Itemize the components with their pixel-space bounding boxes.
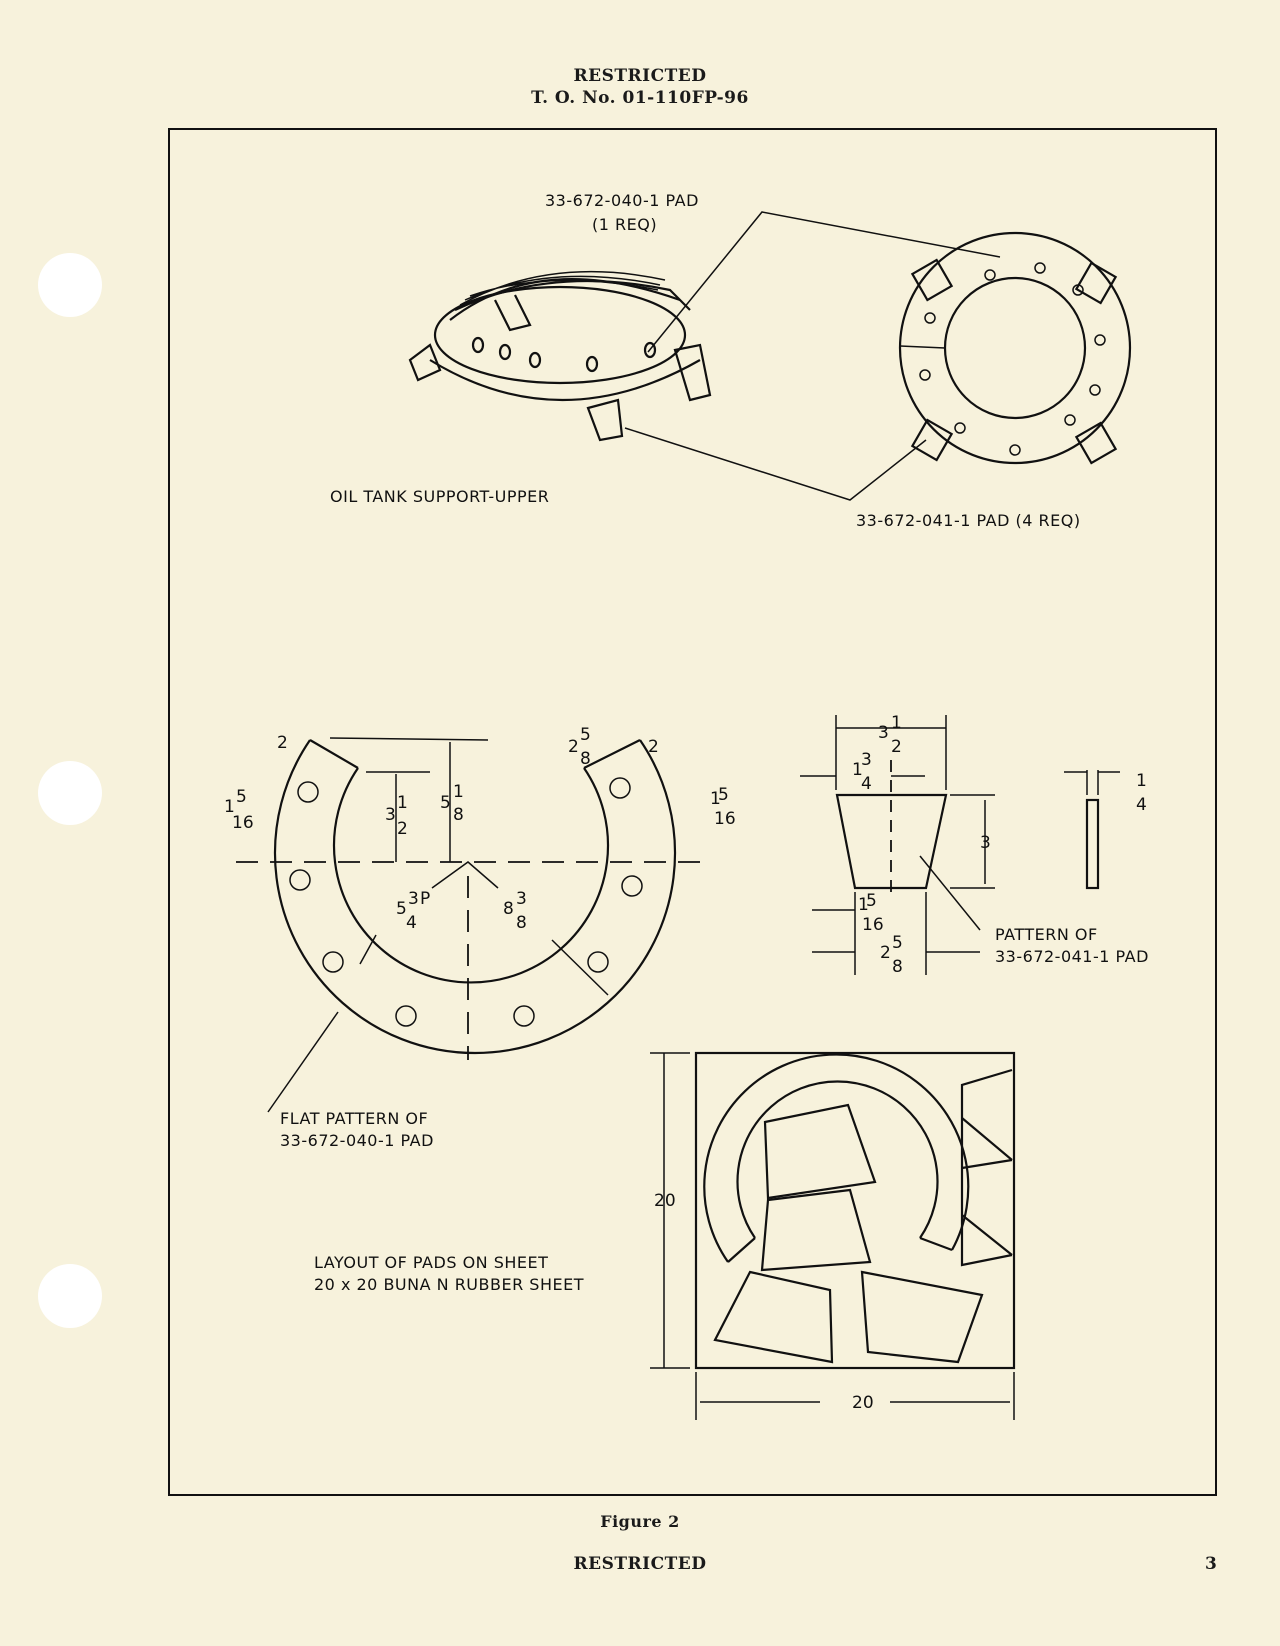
figure-caption: Figure 2 [600, 1512, 680, 1531]
dim-den: 8 [892, 957, 903, 977]
header-classification: RESTRICTED [573, 66, 707, 86]
document-number: T. O. No. 01-110FP-96 [531, 88, 749, 108]
dim-whole: 1 [224, 797, 235, 817]
layout-label: 20 x 20 BUNA N RUBBER SHEET [314, 1275, 584, 1294]
dim-den: 16 [232, 813, 254, 833]
dim-whole: 5 [440, 793, 451, 813]
sheet-width: 20 [852, 1393, 874, 1413]
dim-den: 16 [862, 915, 884, 935]
sheet-layout-drawing [650, 1051, 1016, 1420]
dim-num: 5 [892, 933, 903, 953]
dim-suffix: P [420, 889, 430, 909]
dim-den: 4 [406, 913, 417, 933]
dim-num: 5 [866, 891, 877, 911]
dim-whole: 8 [503, 899, 514, 919]
dim-2-right: 2 [648, 737, 659, 757]
oil-tank-support-drawing [408, 270, 712, 442]
pattern-041-label: PATTERN OF [995, 925, 1098, 944]
dim-den: 16 [714, 809, 736, 829]
flat-pattern-label: 33-672-040-1 PAD [280, 1131, 434, 1150]
dim-den: 8 [516, 913, 527, 933]
view-title: OIL TANK SUPPORT-UPPER [330, 487, 549, 506]
dim-num: 5 [718, 785, 729, 805]
footer-classification: RESTRICTED [573, 1554, 707, 1574]
page-number: 3 [1205, 1554, 1217, 1574]
dim-3: 3 [980, 833, 991, 853]
dim-den: 8 [580, 749, 591, 769]
dim-num: 3 [861, 750, 872, 770]
binder-hole [38, 253, 102, 317]
dim-whole: 2 [568, 737, 579, 757]
callout-upper-pad-qty: (1 REQ) [592, 215, 657, 234]
dim-den: 2 [891, 737, 902, 757]
dim-den: 4 [861, 774, 872, 794]
pattern-041-label: 33-672-041-1 PAD [995, 947, 1149, 966]
side-pad-pattern-drawing [800, 715, 1120, 975]
dim-num: 3 [408, 889, 419, 909]
dim-whole: 1 [710, 789, 721, 809]
dim-whole: 3 [878, 723, 889, 743]
dim-den: 8 [453, 805, 464, 825]
dim-den: 4 [1136, 795, 1147, 815]
layout-label: LAYOUT OF PADS ON SHEET [314, 1253, 548, 1272]
dim-2-left: 2 [277, 733, 288, 753]
binder-hole [38, 761, 102, 825]
callout-side-pads: 33-672-041-1 PAD (4 REQ) [856, 511, 1081, 530]
dim-whole: 3 [385, 805, 396, 825]
figure-frame [168, 128, 1217, 1496]
dim-num: 5 [236, 787, 247, 807]
dim-whole: 2 [880, 943, 891, 963]
dim-whole: 5 [396, 899, 407, 919]
binder-hole [38, 1264, 102, 1328]
dim-num: 1 [1136, 771, 1147, 791]
dim-num: 1 [397, 793, 408, 813]
dim-whole: 1 [852, 760, 863, 780]
ring-top-view [898, 231, 1132, 465]
flat-pattern-drawing [236, 737, 700, 1113]
dim-num: 1 [891, 713, 902, 733]
dim-num: 1 [453, 782, 464, 802]
flat-pattern-label: FLAT PATTERN OF [280, 1109, 428, 1128]
leader-lines [624, 211, 1001, 501]
dim-num: 5 [580, 725, 591, 745]
dim-whole: 1 [858, 895, 869, 915]
callout-upper-pad: 33-672-040-1 PAD [545, 191, 699, 210]
dim-den: 2 [397, 819, 408, 839]
sheet-height: 20 [654, 1191, 676, 1211]
dim-num: 3 [516, 889, 527, 909]
